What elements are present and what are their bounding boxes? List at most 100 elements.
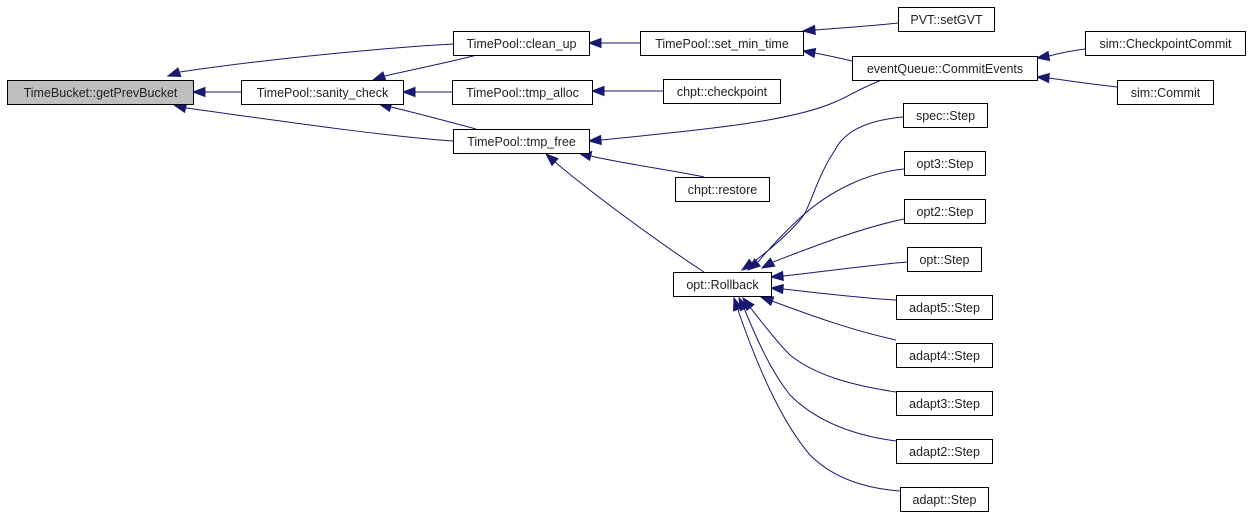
node-label: adapt5::Step <box>909 301 980 315</box>
node-clean-up[interactable]: TimePool::clean_up <box>453 31 590 56</box>
node-box[interactable] <box>452 80 593 105</box>
edge-tmp_free-to-sanity_check <box>377 101 477 130</box>
node-label: opt::Rollback <box>686 278 759 292</box>
node-label: chpt::restore <box>688 183 758 197</box>
node-getprevbucket[interactable]: TimeBucket::getPrevBucket <box>7 80 194 105</box>
edge-adapt_Step-to-Rollback <box>732 296 901 492</box>
node-label: opt2::Step <box>917 205 974 219</box>
arrowhead-icon <box>769 283 784 295</box>
node-adapt-step[interactable]: adapt::Step <box>900 487 989 512</box>
edge-line <box>771 300 897 341</box>
edge-opt3_Step-to-Rollback <box>746 168 905 271</box>
edge-line <box>743 307 897 442</box>
arrowhead-icon <box>401 86 416 98</box>
edge-opt_Step-to-Rollback <box>769 261 908 282</box>
edge-line <box>179 43 454 73</box>
node-checkpointcommit[interactable]: sim::CheckpointCommit <box>1085 31 1246 56</box>
node-adapt4-step[interactable]: adapt4::Step <box>896 343 993 368</box>
node-tmp-free[interactable]: TimePool::tmp_free <box>453 129 590 154</box>
edge-line <box>782 288 897 301</box>
node-label: chpt::checkpoint <box>677 85 768 99</box>
arrowhead-icon <box>760 257 776 269</box>
node-rollback[interactable]: opt::Rollback <box>673 272 772 297</box>
edge-line <box>751 116 904 264</box>
edge-line <box>814 52 853 62</box>
edge-set_min_time-to-clean_up <box>587 37 640 49</box>
node-spec-step[interactable]: spec::Step <box>903 103 988 128</box>
node-label: opt3::Step <box>917 157 974 171</box>
node-box[interactable] <box>896 391 993 416</box>
edge-restore-to-tmp_free <box>577 150 705 178</box>
edge-line <box>772 218 905 263</box>
node-box[interactable] <box>675 177 770 202</box>
node-label: eventQueue::CommitEvents <box>867 62 1023 76</box>
node-opt3-step[interactable]: opt3::Step <box>904 151 986 176</box>
node-label: TimePool::tmp_free <box>467 135 576 149</box>
edge-line <box>390 106 477 130</box>
node-tmp-alloc[interactable]: TimePool::tmp_alloc <box>452 80 593 105</box>
edge-setGVT-to-set_min_time <box>801 22 899 36</box>
edge-line <box>590 155 705 178</box>
node-box[interactable] <box>852 56 1038 81</box>
edge-adapt4_Step-to-Rollback <box>759 296 897 341</box>
node-opt2-step[interactable]: opt2::Step <box>904 199 986 224</box>
edge-line <box>814 22 899 31</box>
arrowhead-icon <box>166 67 182 78</box>
node-sanity-check[interactable]: TimePool::sanity_check <box>241 80 404 105</box>
node-box[interactable] <box>663 79 781 104</box>
node-box[interactable] <box>1117 80 1214 105</box>
node-box[interactable] <box>640 31 804 56</box>
node-setgvt[interactable]: PVT::setGVT <box>898 7 995 32</box>
node-box[interactable] <box>904 151 986 176</box>
node-box[interactable] <box>453 31 590 56</box>
node-box[interactable] <box>907 247 982 272</box>
node-commit[interactable]: sim::Commit <box>1117 80 1214 105</box>
node-adapt3-step[interactable]: adapt3::Step <box>896 391 993 416</box>
node-box[interactable] <box>7 80 194 105</box>
arrowhead-icon <box>587 37 602 49</box>
node-checkpoint[interactable]: chpt::checkpoint <box>663 79 781 104</box>
node-label: spec::Step <box>916 109 975 123</box>
node-box[interactable] <box>241 80 404 105</box>
node-label: sim::Commit <box>1131 86 1201 100</box>
arrowhead-icon <box>732 296 743 312</box>
edges-layer <box>166 22 1118 492</box>
node-box[interactable] <box>896 439 993 464</box>
node-label: opt::Step <box>919 253 969 267</box>
edge-clean_up-to-getPrevBucket <box>166 43 454 78</box>
node-box[interactable] <box>898 7 995 32</box>
node-adapt2-step[interactable]: adapt2::Step <box>896 439 993 464</box>
node-label: TimePool::tmp_alloc <box>466 86 579 100</box>
arrowhead-icon <box>1035 50 1051 62</box>
edge-line <box>737 309 901 492</box>
node-box[interactable] <box>900 487 989 512</box>
node-box[interactable] <box>673 272 772 297</box>
node-adapt5-step[interactable]: adapt5::Step <box>896 295 993 320</box>
node-set-min-time[interactable]: TimePool::set_min_time <box>640 31 804 56</box>
node-box[interactable] <box>896 295 993 320</box>
node-box[interactable] <box>1085 31 1246 56</box>
edge-line <box>1048 48 1086 57</box>
arrowhead-icon <box>371 71 387 82</box>
node-box[interactable] <box>896 343 993 368</box>
edge-line <box>185 107 454 142</box>
edge-clean_up-to-sanity_check <box>371 54 478 82</box>
node-box[interactable] <box>904 199 986 224</box>
node-box[interactable] <box>903 103 988 128</box>
node-label: adapt3::Step <box>909 397 980 411</box>
node-label: adapt::Step <box>913 493 977 507</box>
node-restore[interactable]: chpt::restore <box>675 177 770 202</box>
arrowhead-icon <box>759 296 775 307</box>
edge-adapt2_Step-to-Rollback <box>738 296 897 442</box>
edge-line <box>757 168 905 263</box>
edge-checkpoint-to-tmp_alloc <box>590 85 663 97</box>
arrowhead-icon <box>544 153 559 167</box>
edge-line <box>782 261 908 277</box>
node-commitevents[interactable]: eventQueue::CommitEvents <box>852 56 1038 81</box>
node-box[interactable] <box>453 129 590 154</box>
edge-CommitEvents-to-tmp_free <box>587 79 883 146</box>
edge-adapt5_Step-to-Rollback <box>769 283 897 301</box>
edge-line <box>1048 77 1118 88</box>
node-opt-step[interactable]: opt::Step <box>907 247 982 272</box>
